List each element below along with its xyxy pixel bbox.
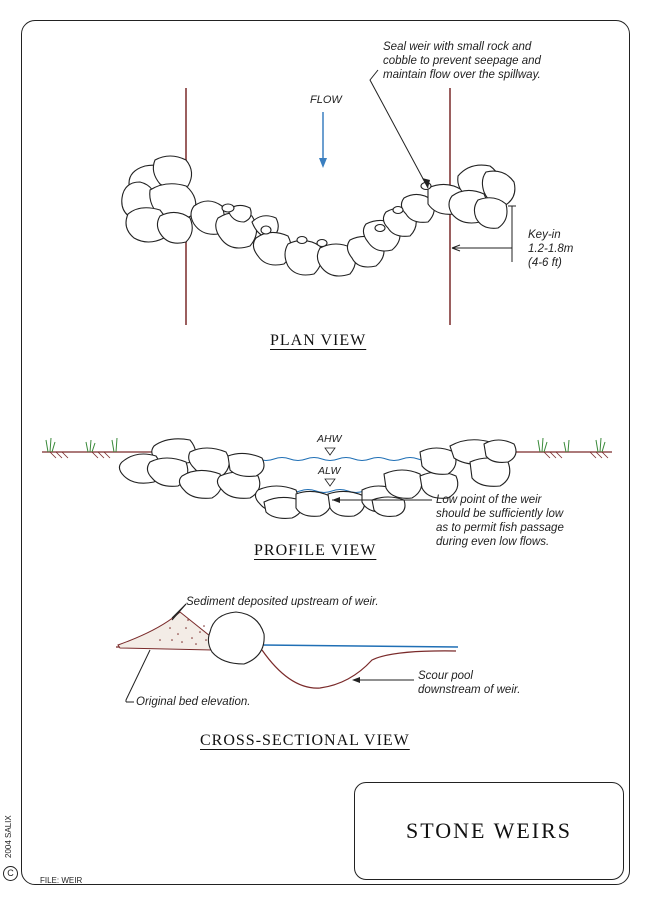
cross-water-line (261, 644, 459, 648)
rock (156, 211, 193, 244)
scour-pool-note: Scour pool downstream of weir. (418, 670, 521, 696)
cobble (260, 225, 272, 235)
cobble (392, 205, 404, 215)
rock (383, 469, 423, 499)
copyright-icon: C (3, 866, 18, 881)
rock (473, 197, 508, 229)
ahw-marker-icon (324, 447, 336, 456)
rock (295, 490, 332, 517)
alw-marker-icon (324, 478, 336, 487)
scour-pool-bed (261, 649, 457, 689)
rock (327, 490, 366, 517)
sediment-wedge (117, 611, 216, 651)
cross-section-drawing (116, 603, 459, 703)
rock (419, 447, 457, 475)
cobble (221, 203, 235, 213)
rock (284, 239, 323, 276)
rock (146, 457, 189, 487)
credit-text: 2004 SALIX (4, 815, 13, 858)
rock (178, 469, 223, 499)
ahw-label: AHW (317, 433, 342, 445)
sediment-note: Sediment deposited upstream of weir. (186, 596, 379, 608)
key-in-note: Key-in 1.2-1.8m (4-6 ft) (528, 229, 574, 269)
rock (483, 439, 517, 463)
alw-label: ALW (318, 465, 341, 477)
flow-label: FLOW (310, 94, 342, 106)
title-block: STONE WEIRS (354, 782, 624, 880)
cobble (316, 238, 328, 248)
grass-icon (45, 437, 606, 453)
rock (207, 611, 265, 665)
plan-view-title: PLAN VIEW (270, 332, 367, 349)
seal-weir-note: Seal weir with small rock and cobble to … (383, 41, 541, 81)
file-label: FILE: WEIR (40, 876, 83, 885)
drawing-title: STONE WEIRS (405, 818, 573, 843)
profile-view-title: PROFILE VIEW (254, 542, 377, 559)
drawing-frame (21, 20, 630, 885)
low-point-note: Low point of the weir should be sufficie… (436, 494, 564, 548)
cross-section-title: CROSS-SECTIONAL VIEW (200, 732, 410, 749)
cobble (296, 235, 308, 245)
plan-view-drawing (121, 69, 516, 325)
original-bed-note: Original bed elevation. (136, 696, 251, 708)
flow-arrow-icon (319, 112, 327, 168)
rock (227, 452, 265, 477)
profile-view-drawing (42, 437, 612, 519)
rock (371, 496, 406, 517)
cobble (374, 223, 386, 233)
rock (252, 231, 292, 266)
rock (152, 155, 193, 190)
rock (316, 243, 357, 277)
